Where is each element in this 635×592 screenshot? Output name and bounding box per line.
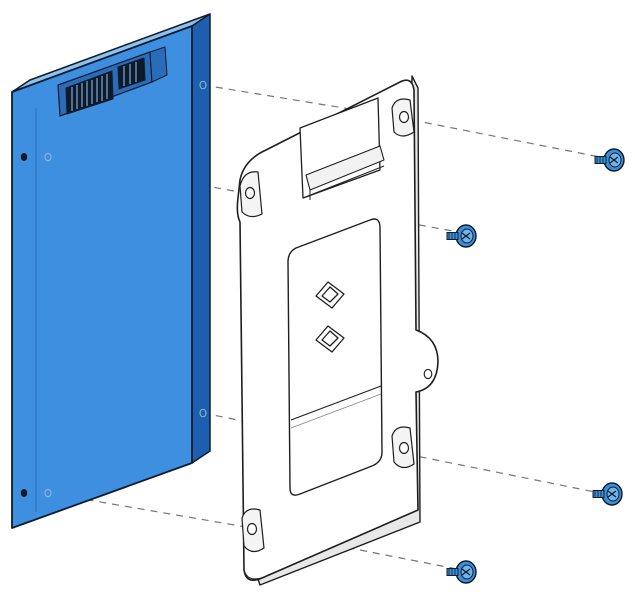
screws bbox=[446, 148, 625, 584]
ssd-mounting-holes bbox=[20, 153, 28, 497]
ssd-hole-bottom-left bbox=[20, 489, 28, 497]
bracket-hole-upper-left bbox=[239, 171, 263, 218]
ssd-front-face bbox=[11, 25, 193, 529]
screw-icon bbox=[592, 482, 623, 506]
screw-icon bbox=[446, 224, 477, 248]
sata-connector-icon bbox=[57, 46, 168, 117]
bracket-mounting-holes bbox=[239, 98, 415, 553]
mounting-bracket-icon bbox=[236, 75, 439, 586]
bracket-arrow-upper bbox=[315, 281, 345, 309]
bracket-hole-top-right bbox=[391, 98, 415, 137]
bracket-hole-lower-right bbox=[391, 426, 415, 469]
ssd-drive-icon bbox=[11, 13, 211, 529]
ssd-hole-top-left bbox=[20, 153, 28, 161]
bracket-arrow-lower bbox=[315, 325, 345, 353]
guide-line-bottom-screw bbox=[257, 529, 463, 571]
bracket-arrow-marks bbox=[315, 281, 345, 353]
guide-line-top-screw bbox=[411, 119, 601, 158]
bracket-hole-bottom-left bbox=[241, 508, 265, 553]
bracket-center-window bbox=[287, 218, 383, 496]
screw-icon bbox=[446, 560, 477, 584]
bracket-tab-hole bbox=[423, 368, 433, 380]
screw-icon bbox=[594, 148, 625, 172]
